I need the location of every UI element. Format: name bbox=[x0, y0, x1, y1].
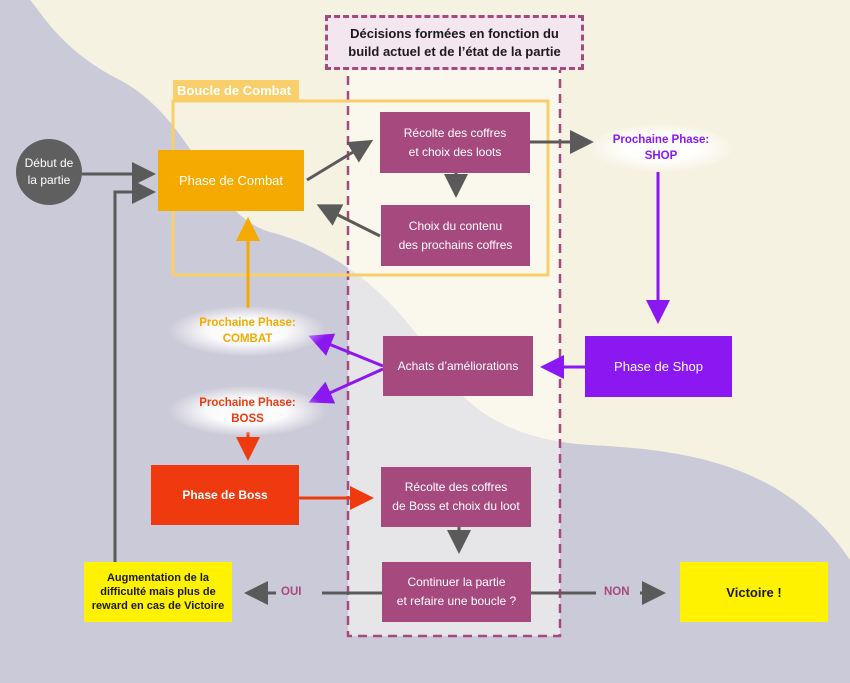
continue-line2: et refaire une boucle ? bbox=[396, 594, 517, 608]
next-boss-line1: Prochaine Phase: bbox=[199, 397, 296, 409]
victory-label: Victoire ! bbox=[726, 584, 782, 600]
next-shop-line2: SHOP bbox=[644, 150, 678, 162]
loot-collect-line2: et choix des loots bbox=[408, 144, 502, 159]
loot-collect-line1: Récolte des coffres bbox=[403, 125, 507, 140]
continue-line1: Continuer la partie bbox=[407, 575, 506, 589]
next-combat-line2: COMBAT bbox=[222, 333, 273, 345]
next-chests-box: Choix du contenu des prochains coffres bbox=[381, 205, 530, 266]
shop-phase-box: Phase de Shop bbox=[585, 336, 732, 397]
victory-box: Victoire ! bbox=[680, 562, 828, 622]
upgrades-box: Achats d’améliorations bbox=[383, 336, 533, 396]
boss-phase-label: Phase de Boss bbox=[182, 488, 268, 502]
continue-box: Continuer la partie et refaire une boucl… bbox=[382, 562, 531, 622]
decisions-banner: Décisions formées en fonction du build a… bbox=[325, 15, 584, 70]
combat-loop-title-text: Boucle de Combat bbox=[177, 83, 292, 98]
next-combat-label: Prochaine Phase: COMBAT bbox=[170, 306, 325, 356]
next-chests-line1: Choix du contenu bbox=[408, 218, 503, 233]
next-shop-line1: Prochaine Phase: bbox=[612, 134, 710, 146]
boss-loot-line2: de Boss et choix du loot bbox=[392, 499, 520, 513]
next-combat-line1: Prochaine Phase: bbox=[199, 317, 296, 329]
start-line1: Début de bbox=[24, 156, 74, 170]
next-shop-label: Prochaine Phase: SHOP bbox=[588, 124, 734, 172]
decisions-banner-line2: build actuel et de l’état de la partie bbox=[348, 43, 561, 59]
combat-loop-title: Boucle de Combat bbox=[173, 80, 299, 101]
upgrades-label: Achats d’améliorations bbox=[397, 358, 519, 373]
boss-phase-box: Phase de Boss bbox=[151, 465, 299, 525]
next-boss-line2: BOSS bbox=[231, 413, 264, 425]
next-chests-line2: des prochains coffres bbox=[398, 237, 513, 252]
difficulty-line2: difficulté mais plus de bbox=[100, 586, 216, 598]
difficulty-line1: Augmentation de la bbox=[106, 572, 210, 584]
combat-phase-box: Phase de Combat bbox=[158, 150, 304, 211]
boss-loot-line1: Récolte des coffres bbox=[404, 480, 508, 494]
boss-loot-box: Récolte des coffres de Boss et choix du … bbox=[381, 467, 531, 527]
next-boss-label: Prochaine Phase: BOSS bbox=[170, 386, 325, 436]
difficulty-line3: reward en cas de Victoire bbox=[91, 600, 225, 612]
start-line2: la partie bbox=[27, 173, 71, 187]
combat-phase-label: Phase de Combat bbox=[178, 173, 284, 188]
start-node: Début de la partie bbox=[16, 139, 82, 205]
loot-collect-box: Récolte des coffres et choix des loots bbox=[380, 112, 530, 173]
yes-label: OUI bbox=[281, 586, 302, 598]
difficulty-box: Augmentation de la difficulté mais plus … bbox=[84, 562, 232, 622]
no-label: NON bbox=[604, 586, 630, 598]
decisions-banner-line1: Décisions formées en fonction du bbox=[350, 25, 559, 41]
shop-phase-label: Phase de Shop bbox=[614, 359, 703, 374]
